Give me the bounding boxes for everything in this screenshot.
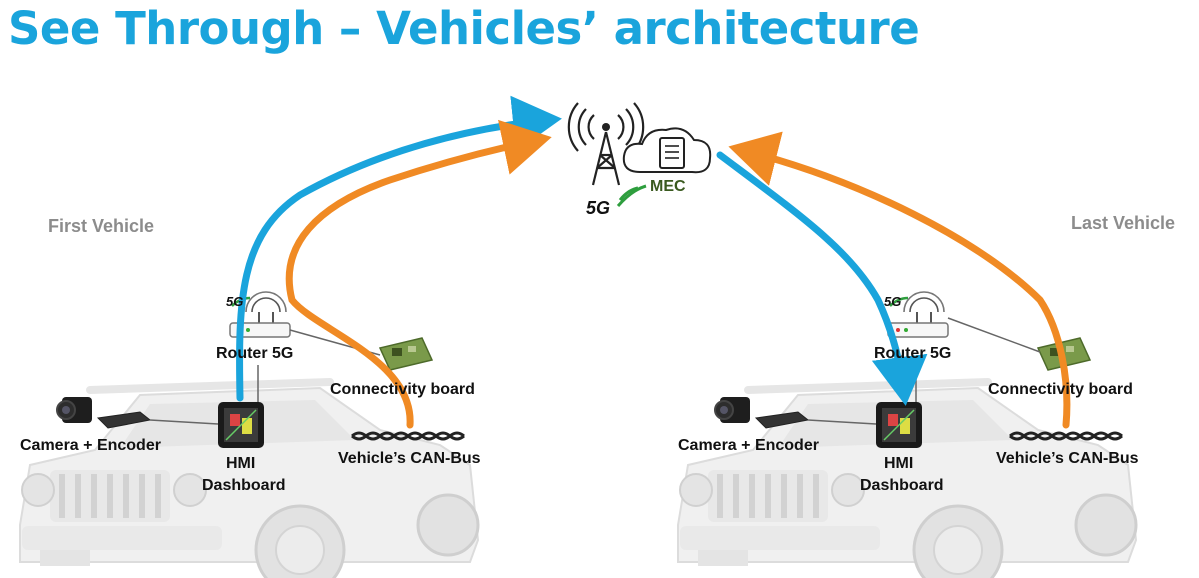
first-connectivity-label: Connectivity board [330, 381, 475, 398]
tower-icon [567, 102, 647, 207]
mec-label: MEC [650, 178, 686, 195]
last-vehicle-blue-downlink-arrow [716, 151, 928, 406]
last-camera-label: Camera + Encoder [678, 437, 819, 454]
first-vehicle-blue-uplink-arrow [236, 95, 562, 402]
last-router-label: Router 5G [874, 345, 952, 362]
page-title: See Through – Vehicles’ architecture [8, 2, 920, 55]
first-router-5g-badge: 5G [226, 294, 244, 309]
first-camera-icon [56, 397, 92, 423]
first-vehicle-heading: First Vehicle [48, 216, 155, 236]
last-connectivity-label: Connectivity board [988, 381, 1133, 398]
first-hmi-dashboard-icon [218, 402, 264, 448]
last-vehicle-heading: Last Vehicle [1071, 213, 1176, 233]
first-dashboard-label: Dashboard [202, 477, 286, 494]
first-connectivity-board-icon [378, 337, 434, 371]
first-router-label: Router 5G [216, 345, 294, 362]
last-vehicle-orange-uplink-arrow [728, 131, 1071, 429]
last-canbus-icon [1009, 431, 1123, 441]
last-router-icon [887, 291, 949, 338]
first-hmi-label: HMI [226, 455, 256, 472]
last-hmi-dashboard-icon [876, 402, 922, 448]
mec-cloud-icon [622, 127, 712, 174]
last-dashboard-label: Dashboard [860, 477, 944, 494]
first-vehicle-orange-uplink-arrow [285, 119, 552, 429]
first-camera-label: Camera + Encoder [20, 437, 161, 454]
first-canbus-icon [351, 431, 465, 441]
tower-5g-label: 5G [586, 198, 611, 218]
last-camera-icon [714, 397, 750, 423]
last-canbus-label: Vehicle’s CAN-Bus [996, 450, 1139, 467]
last-hmi-label: HMI [884, 455, 914, 472]
first-canbus-label: Vehicle’s CAN-Bus [338, 450, 481, 467]
last-router-5g-badge: 5G [884, 294, 902, 309]
